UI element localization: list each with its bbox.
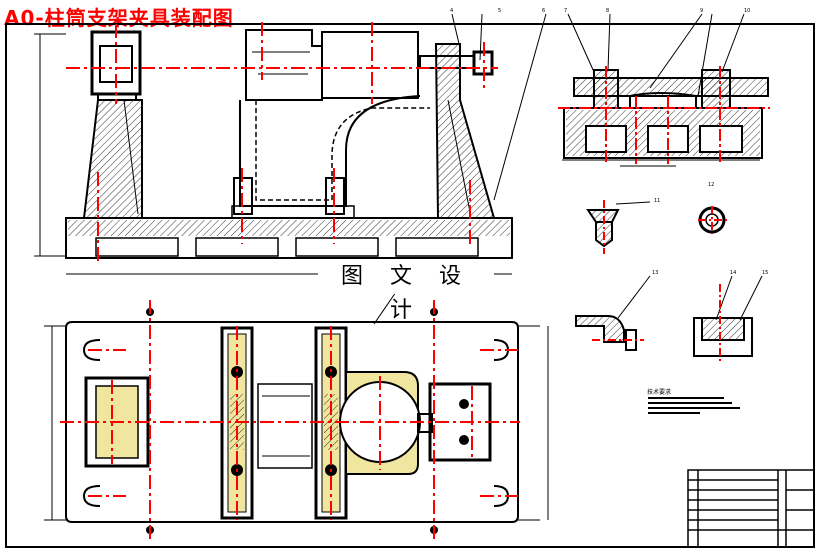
- balloon-10: 10: [744, 8, 750, 14]
- side-centerlines: [558, 66, 770, 164]
- balloon-7: 7: [564, 8, 567, 14]
- balloon-11: 11: [654, 198, 660, 204]
- main-column: [245, 29, 323, 101]
- balloon-group-side: 7 8 9 10: [564, 8, 750, 14]
- balloon-15: 15: [762, 270, 768, 276]
- drawing-frame: [5, 23, 815, 548]
- top-view-centerlines: [60, 300, 520, 540]
- balloon-5: 5: [498, 8, 501, 14]
- right-support: [434, 43, 496, 219]
- balloon-14: 14: [730, 270, 736, 276]
- side-section-view: [562, 13, 769, 167]
- title-block: [687, 469, 815, 548]
- watermark-label: 图 文 设 计: [318, 260, 494, 323]
- front-view: [34, 13, 547, 275]
- drawing-title: A0-柱筒支架夹具装配图: [4, 6, 234, 30]
- front-centerlines: [66, 22, 498, 262]
- detail-centerlines: [592, 200, 728, 362]
- left-support: [82, 99, 143, 219]
- technical-requirements-block: [648, 397, 740, 414]
- balloon-group-details: 11 12 13 14 15: [652, 182, 768, 276]
- base-plate: [65, 217, 513, 259]
- technical-requirements-label: 技术要求: [647, 389, 672, 396]
- balloon-12: 12: [708, 182, 714, 188]
- balloon-4: 4: [450, 8, 453, 14]
- top-view-base: [65, 321, 519, 523]
- balloon-group-front: 4 5 6: [450, 8, 545, 14]
- detail-views: [575, 201, 763, 357]
- balloon-8: 8: [606, 8, 609, 14]
- balloon-6: 6: [542, 8, 545, 14]
- balloon-9: 9: [700, 8, 703, 14]
- balloon-13: 13: [652, 270, 658, 276]
